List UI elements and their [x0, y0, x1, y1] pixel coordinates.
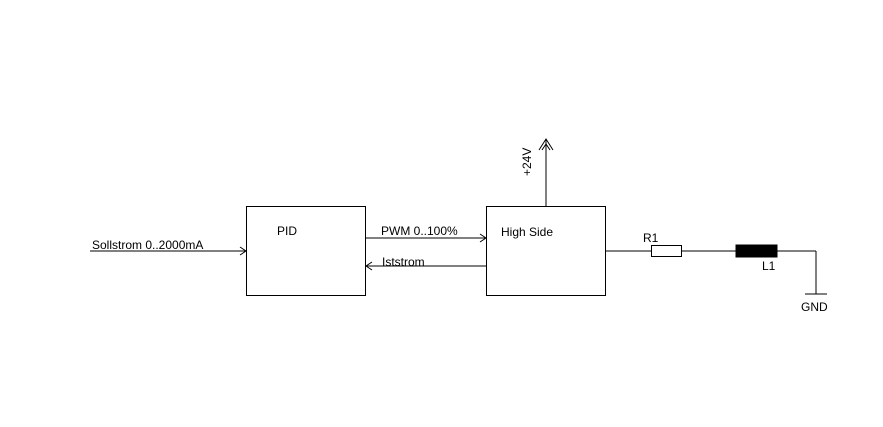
supply-arrow-icon — [538, 138, 554, 151]
input-signal-label: Sollstrom 0..2000mA — [92, 238, 203, 252]
inductor-label: L1 — [762, 259, 776, 273]
input-signal: Sollstrom 0..2000mA — [90, 238, 247, 256]
ground-label: GND — [801, 300, 828, 314]
high-side-label: High Side — [501, 225, 553, 239]
pwm-label: PWM 0..100% — [381, 224, 458, 238]
pid-box — [246, 206, 366, 296]
supply-label: +24V — [520, 148, 534, 176]
resistor-label: R1 — [643, 231, 659, 245]
supply-symbol: +24V — [520, 138, 554, 206]
inductor-l1 — [735, 244, 778, 258]
high-side-block: High Side — [486, 206, 606, 296]
ground-symbol: GND — [801, 293, 828, 314]
pid-block: PID — [246, 206, 366, 296]
pwm-signal: PWM 0..100% — [366, 224, 487, 243]
feedback-signal: Iststrom — [365, 255, 486, 271]
feedback-arrowhead — [365, 261, 373, 271]
output-path: R1 L1 — [606, 231, 817, 294]
supply-arrow-inner — [541, 143, 551, 151]
pid-label: PID — [277, 224, 297, 238]
high-side-box — [486, 206, 606, 296]
resistor-r1 — [651, 245, 682, 257]
feedback-label: Iststrom — [382, 255, 425, 269]
